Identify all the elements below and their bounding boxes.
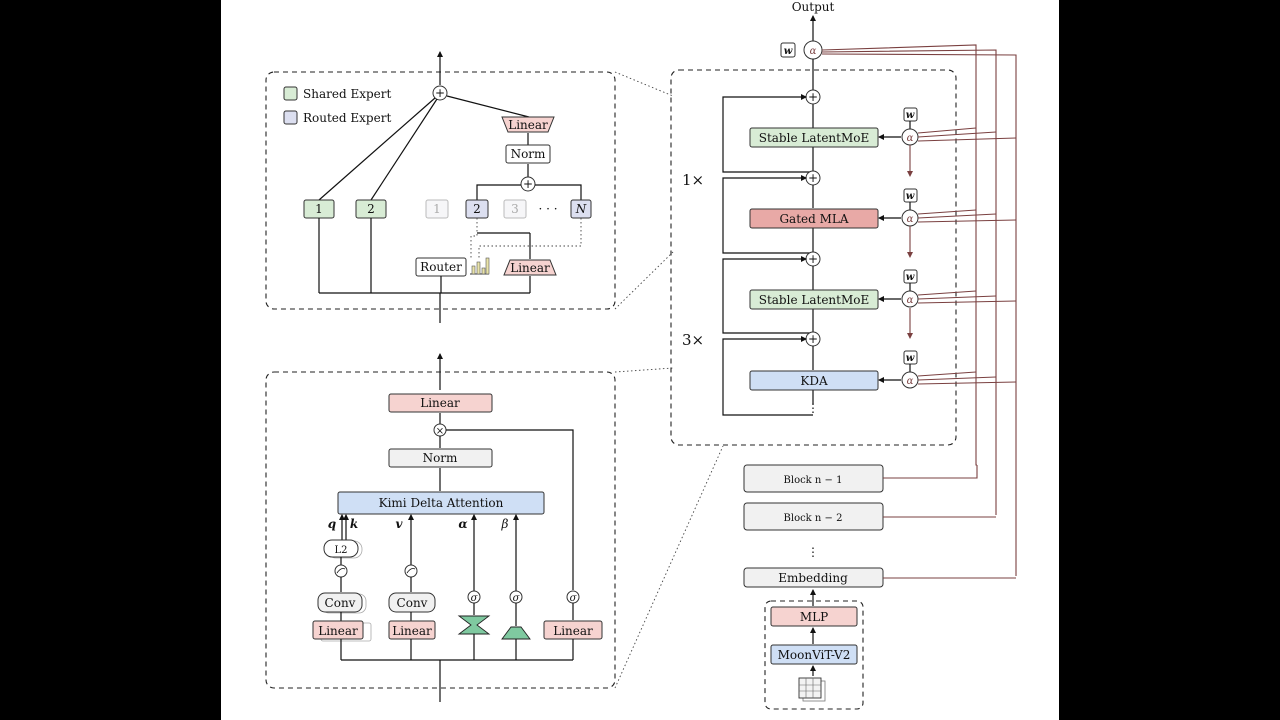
kda-panel [265, 371, 616, 689]
legend-shared-label: Shared Expert [303, 87, 391, 101]
svg-text:Linear: Linear [318, 624, 358, 638]
svg-text:Stable LatentMoE: Stable LatentMoE [759, 293, 870, 307]
moe-linear-bottom [503, 259, 557, 276]
svg-text:Gated MLA: Gated MLA [779, 212, 848, 226]
qk-conv [317, 592, 363, 613]
moonvit-v2 [770, 644, 858, 665]
stack-ellipsis: ⋮ [807, 401, 819, 415]
svg-text:Linear: Linear [553, 624, 593, 638]
alpha-low-rank-projection [457, 615, 491, 635]
svg-text:w: w [784, 46, 793, 57]
svg-text:KDA: KDA [800, 374, 828, 388]
svg-text:Router: Router [420, 260, 462, 274]
input-alpha: α [458, 517, 467, 531]
svg-text:Norm: Norm [511, 147, 546, 161]
layer-alpha-gates: w α w α w α w α [878, 107, 1017, 389]
v-conv [388, 592, 436, 613]
svg-text:N: N [575, 202, 587, 216]
kda-norm [388, 448, 493, 468]
svg-text:Linear: Linear [508, 118, 548, 132]
svg-text:Kimi Delta Attention: Kimi Delta Attention [379, 496, 504, 510]
vision-mlp [770, 606, 858, 627]
output-weight-w [780, 42, 796, 58]
svg-text:w: w [906, 272, 915, 283]
legend-routed-swatch [283, 110, 298, 125]
svg-text:α: α [810, 46, 817, 57]
svg-text:Conv: Conv [397, 596, 428, 610]
experts-ellipsis: · · · [538, 202, 557, 216]
svg-text:+: + [808, 252, 818, 266]
svg-text:1: 1 [315, 202, 323, 216]
svg-text:+: + [808, 90, 818, 104]
output-label: Output [792, 0, 835, 14]
svg-text:σ: σ [471, 593, 479, 604]
kimi-delta-attention [337, 491, 545, 515]
svg-text:L2: L2 [334, 545, 347, 556]
vision-encoder-panel [764, 600, 864, 710]
svg-text:+: + [435, 86, 445, 100]
v-activation-icon [404, 564, 418, 578]
svg-text:3: 3 [511, 202, 519, 216]
beta-projection [501, 626, 531, 640]
svg-text:Conv: Conv [325, 596, 356, 610]
svg-text:Linear: Linear [510, 261, 550, 275]
svg-text:1: 1 [433, 202, 441, 216]
svg-text:Block n − 2: Block n − 2 [784, 513, 843, 524]
router-bar-chart-icon [470, 257, 490, 275]
legend-shared-swatch [283, 86, 298, 101]
svg-text:σ: σ [513, 593, 521, 604]
svg-text:MoonViT-V2: MoonViT-V2 [778, 648, 851, 662]
svg-text:α: α [907, 214, 914, 225]
image-grid-icon [798, 677, 826, 702]
svg-text:+: + [808, 332, 818, 346]
svg-text:Stable LatentMoE: Stable LatentMoE [759, 131, 870, 145]
svg-text:Linear: Linear [392, 624, 432, 638]
input-v: v [396, 517, 404, 531]
repeat-3x-label: 3× [682, 331, 704, 349]
svg-text:w: w [906, 110, 915, 121]
svg-text:Block n − 1: Block n − 1 [784, 475, 843, 486]
svg-text:α: α [907, 376, 914, 387]
kda-linear-out [388, 393, 493, 413]
svg-text:α: α [907, 133, 914, 144]
svg-text:σ: σ [570, 593, 578, 604]
moe-expert-sum [520, 176, 536, 192]
repeat-1x-label: 1× [682, 171, 704, 189]
input-beta: β [501, 517, 509, 531]
qk-activation-icon [334, 564, 348, 578]
input-q: q [328, 517, 336, 531]
input-k: k [350, 517, 358, 531]
residual-connections: + + + + [722, 89, 821, 416]
svg-text:+: + [808, 171, 818, 185]
svg-text:w: w [906, 191, 915, 202]
diagram-canvas: Shared Expert Routed Expert + Linear Nor… [221, 0, 1059, 720]
svg-text:w: w [906, 353, 915, 364]
svg-text:α: α [907, 295, 914, 306]
svg-text:Linear: Linear [420, 396, 460, 410]
blocks-ellipsis: ⋮ [807, 545, 819, 559]
svg-text:×: × [436, 426, 444, 437]
qk-linear [312, 620, 364, 640]
routed-expert-1 [425, 199, 449, 219]
layer-stack-panel [670, 69, 957, 446]
legend-routed-label: Routed Expert [303, 111, 391, 125]
svg-text:Embedding: Embedding [778, 571, 848, 585]
svg-text:MLP: MLP [800, 610, 828, 624]
architecture-diagram: Shared Expert Routed Expert + Linear Nor… [265, 0, 1017, 710]
routed-expert-3 [503, 199, 527, 219]
svg-text:Norm: Norm [423, 451, 458, 465]
moe-linear-top [501, 116, 555, 133]
svg-text:2: 2 [473, 202, 481, 216]
moe-norm [505, 144, 551, 164]
svg-text:2: 2 [367, 202, 375, 216]
v-linear [388, 620, 436, 640]
moe-add-node [432, 85, 448, 101]
svg-text:+: + [523, 177, 533, 191]
